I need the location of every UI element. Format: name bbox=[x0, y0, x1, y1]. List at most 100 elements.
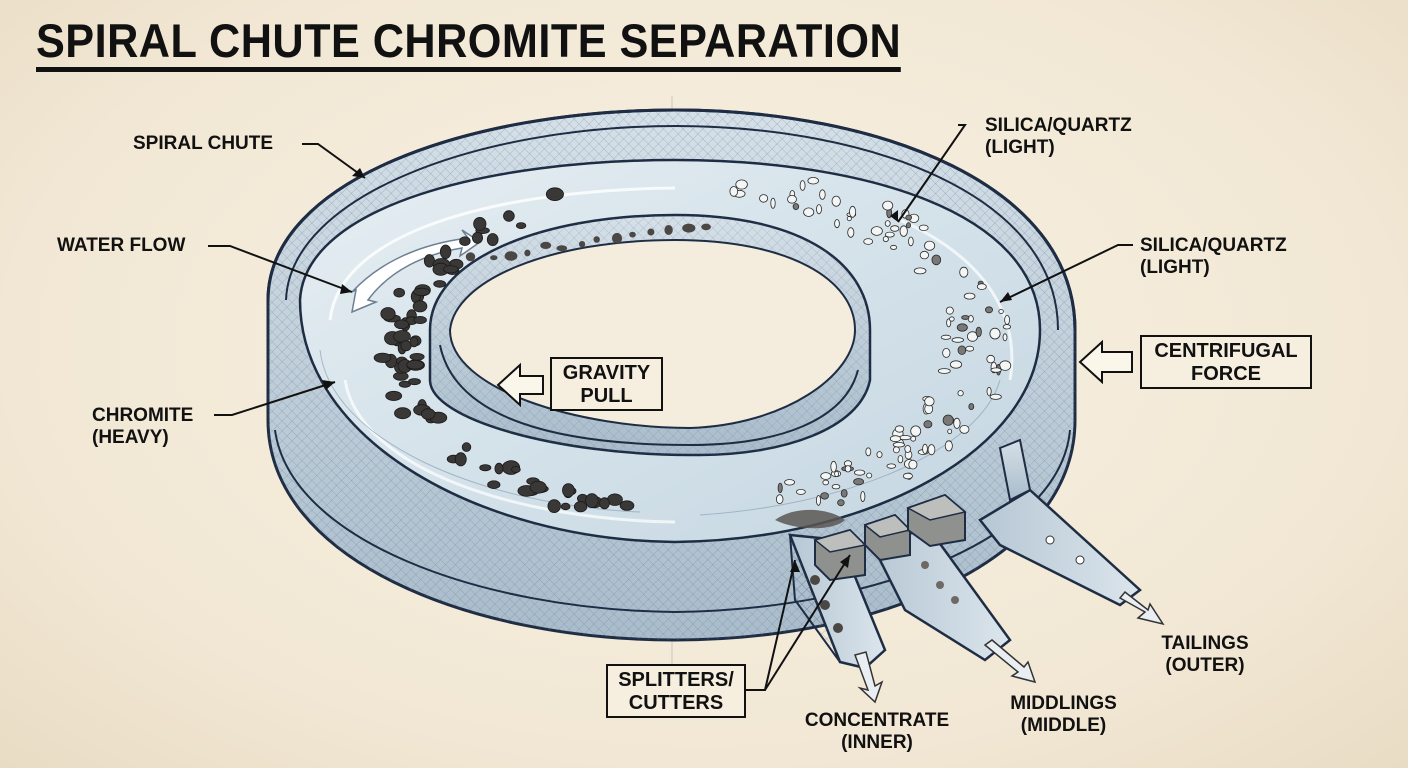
silica-particle bbox=[893, 446, 900, 454]
box-gravity-pull: GRAVITY PULL bbox=[550, 357, 663, 411]
silica-particle bbox=[866, 472, 873, 479]
silica-particle bbox=[849, 205, 857, 218]
silica-particle bbox=[792, 203, 800, 211]
chromite-particle bbox=[439, 244, 452, 260]
splitter-block bbox=[863, 513, 912, 562]
chute-inner-wall bbox=[428, 213, 872, 457]
silica-particle bbox=[965, 345, 975, 352]
chromite-particle bbox=[385, 390, 403, 401]
silica-particle bbox=[863, 238, 874, 245]
silica-particle bbox=[787, 195, 797, 204]
silica-particle bbox=[918, 224, 929, 231]
chromite-particle bbox=[486, 233, 499, 247]
leader-chromite bbox=[214, 381, 336, 416]
chromite-particle bbox=[459, 236, 471, 247]
chromite-particle bbox=[442, 265, 459, 274]
silica-particle bbox=[837, 499, 845, 507]
chromite-particle bbox=[454, 452, 467, 467]
label-concentrate-line2: (INNER) bbox=[841, 732, 913, 753]
silica-particle bbox=[830, 460, 837, 473]
chromite-particle bbox=[547, 499, 561, 514]
chromite-particle bbox=[373, 352, 392, 363]
silica-particle bbox=[910, 425, 922, 437]
box-splitters-line2: CUTTERS bbox=[628, 692, 724, 714]
label-middlings-line1: MIDDLINGS bbox=[1010, 693, 1117, 714]
silica-particle bbox=[976, 283, 987, 290]
silica-particle bbox=[860, 491, 866, 502]
chromite-particle bbox=[585, 493, 599, 509]
chromite-particle bbox=[433, 280, 447, 288]
label-concentrate-line1: CONCENTRATE bbox=[804, 710, 950, 731]
silica-particle bbox=[986, 386, 992, 396]
silica-particle bbox=[853, 478, 864, 486]
chromite-particle bbox=[408, 378, 421, 386]
label-chromite: CHROMITE (HEAVY) bbox=[92, 405, 193, 449]
label-silica-mid: SILICA/QUARTZ (LIGHT) bbox=[1140, 235, 1287, 279]
silica-particle bbox=[834, 470, 839, 477]
silica-particle bbox=[886, 463, 897, 469]
middlings-outflow-arrow-icon bbox=[983, 639, 1037, 684]
silica-particle bbox=[944, 440, 953, 452]
silica-particle bbox=[847, 227, 855, 238]
leader-water-flow bbox=[208, 245, 353, 293]
leader-silica-mid bbox=[999, 244, 1133, 303]
silica-particles bbox=[729, 176, 1012, 507]
chromite-particle bbox=[515, 222, 527, 230]
chromite-particle bbox=[406, 359, 424, 370]
silica-particle bbox=[908, 236, 914, 247]
silica-particle bbox=[942, 347, 951, 358]
box-splitters-cutters: SPLITTERS/ CUTTERS bbox=[606, 664, 746, 718]
chromite-particle bbox=[413, 315, 427, 324]
silica-particle bbox=[770, 197, 776, 209]
silica-particle bbox=[834, 219, 840, 229]
silica-particle bbox=[986, 354, 995, 364]
chromite-particle bbox=[560, 502, 571, 511]
silica-particle bbox=[889, 435, 902, 443]
label-tailings-line2: (OUTER) bbox=[1165, 655, 1245, 676]
label-silica-top-line2: (LIGHT) bbox=[985, 137, 1055, 158]
silica-particle bbox=[892, 442, 906, 448]
splitter-block bbox=[813, 528, 867, 582]
silica-particle bbox=[904, 445, 911, 453]
silica-particle bbox=[784, 479, 795, 486]
silica-particle bbox=[902, 472, 913, 480]
silica-particle bbox=[919, 250, 930, 260]
silica-particle bbox=[870, 226, 883, 236]
chromite-particle bbox=[701, 223, 711, 231]
label-middlings: MIDDLINGS (MIDDLE) bbox=[996, 693, 1131, 737]
silica-particle bbox=[948, 316, 955, 322]
silica-particle bbox=[953, 417, 961, 429]
silica-particle bbox=[908, 459, 918, 470]
silica-particle bbox=[905, 214, 912, 221]
chromite-particle bbox=[647, 228, 655, 236]
silica-particle bbox=[998, 309, 1004, 314]
silica-particle bbox=[853, 469, 866, 476]
chromite-particle bbox=[511, 465, 521, 473]
silica-particle bbox=[927, 444, 936, 456]
silica-particle bbox=[923, 420, 933, 429]
silica-particle bbox=[989, 393, 1002, 400]
box-gravity-line1: GRAVITY bbox=[562, 362, 651, 384]
diagram-title: SPIRAL CHUTE CHROMITE SEPARATION bbox=[36, 16, 902, 73]
silica-particle bbox=[922, 443, 928, 454]
label-chromite-line2: (HEAVY) bbox=[92, 427, 169, 448]
silica-particle bbox=[961, 315, 970, 320]
label-spiral-chute: SPIRAL CHUTE bbox=[133, 133, 274, 154]
silica-particle bbox=[989, 327, 1001, 340]
chromite-particle bbox=[611, 232, 623, 244]
silica-particle bbox=[968, 403, 975, 411]
chromite-particle bbox=[465, 252, 476, 262]
silica-particle bbox=[819, 189, 826, 200]
silica-particle bbox=[796, 488, 806, 495]
label-silica-mid-line1: SILICA/QUARTZ bbox=[1140, 235, 1287, 256]
silica-particle bbox=[876, 451, 883, 459]
silica-particle bbox=[924, 396, 935, 407]
label-middlings-line2: (MIDDLE) bbox=[1020, 715, 1107, 736]
silica-particle bbox=[957, 345, 967, 355]
silica-particle bbox=[945, 306, 954, 315]
silica-particle bbox=[906, 222, 912, 229]
gravity-arrow-icon bbox=[496, 362, 544, 408]
silica-particle bbox=[963, 292, 976, 300]
silica-particle bbox=[777, 482, 783, 494]
